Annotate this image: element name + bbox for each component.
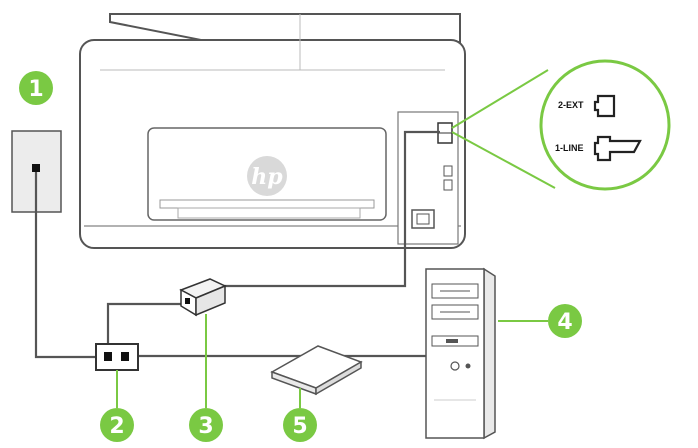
callout-2: 2 bbox=[100, 370, 134, 442]
callout-5: 5 bbox=[283, 388, 317, 442]
cable-wall-to-splitter bbox=[34, 172, 96, 359]
callouts: 1 2 3 4 5 bbox=[19, 71, 582, 442]
callout-4: 4 bbox=[548, 304, 582, 338]
modem bbox=[270, 345, 363, 396]
dsl-adsl-filter bbox=[179, 278, 227, 317]
svg-text:2: 2 bbox=[109, 414, 124, 439]
cable-filter-to-printer bbox=[222, 130, 440, 288]
computer bbox=[425, 267, 496, 440]
cables bbox=[34, 130, 548, 359]
port-zoom: 2-EXT 1-LINE bbox=[451, 59, 671, 191]
ext-port-icon bbox=[593, 94, 616, 118]
hp-logo: hp bbox=[247, 156, 287, 196]
port-label-1-line: 1-LINE bbox=[555, 143, 584, 153]
callout-3: 3 bbox=[189, 314, 223, 442]
printer-power-port bbox=[411, 209, 435, 229]
printer: hp bbox=[79, 13, 466, 249]
parallel-splitter bbox=[95, 343, 139, 371]
port-zoom-circle bbox=[539, 59, 671, 191]
computer-power-button bbox=[450, 361, 460, 371]
callout-1: 1 bbox=[19, 71, 53, 105]
port-label-2-ext: 2-EXT bbox=[558, 100, 584, 110]
printer-usb-port bbox=[443, 165, 453, 177]
line-port-icon bbox=[593, 135, 642, 162]
cable-splitter-to-filter bbox=[106, 302, 184, 346]
svg-text:4: 4 bbox=[557, 310, 572, 335]
printer-network-port bbox=[443, 179, 453, 191]
svg-text:hp: hp bbox=[251, 164, 283, 190]
wall-jack-socket bbox=[32, 164, 40, 172]
svg-text:1: 1 bbox=[28, 77, 43, 102]
svg-text:5: 5 bbox=[292, 414, 307, 439]
svg-text:3: 3 bbox=[198, 414, 213, 439]
